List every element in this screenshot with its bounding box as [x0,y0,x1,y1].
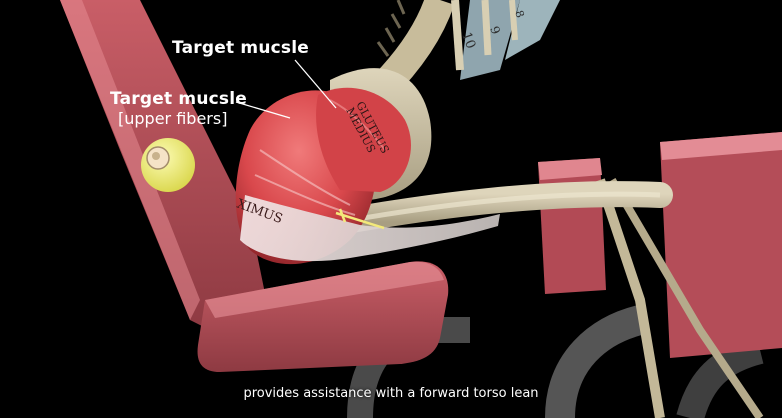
rib-number-9: 9 [487,24,503,36]
rib-numbers: 10 9 8 [458,9,527,51]
subtitle-caption: provides assistance with a forward torso… [243,386,539,401]
target-muscle-upper-label: Target mucsle [110,89,247,109]
machine-seat [197,261,449,372]
callout-lines [235,59,337,119]
upper-fibers-label: [upper fibers] [118,109,228,128]
gluteus-medius-muscle: GLUTEUS MEDIUS [316,87,411,192]
highlight-ball-icon [141,138,195,192]
rib-number-10: 10 [458,30,478,51]
leg-bones [327,177,764,418]
rib-number-8: 8 [512,9,527,20]
target-muscle-label: Target mucsle [172,38,309,58]
force-arrow [335,208,385,230]
machine-pads [538,132,782,358]
